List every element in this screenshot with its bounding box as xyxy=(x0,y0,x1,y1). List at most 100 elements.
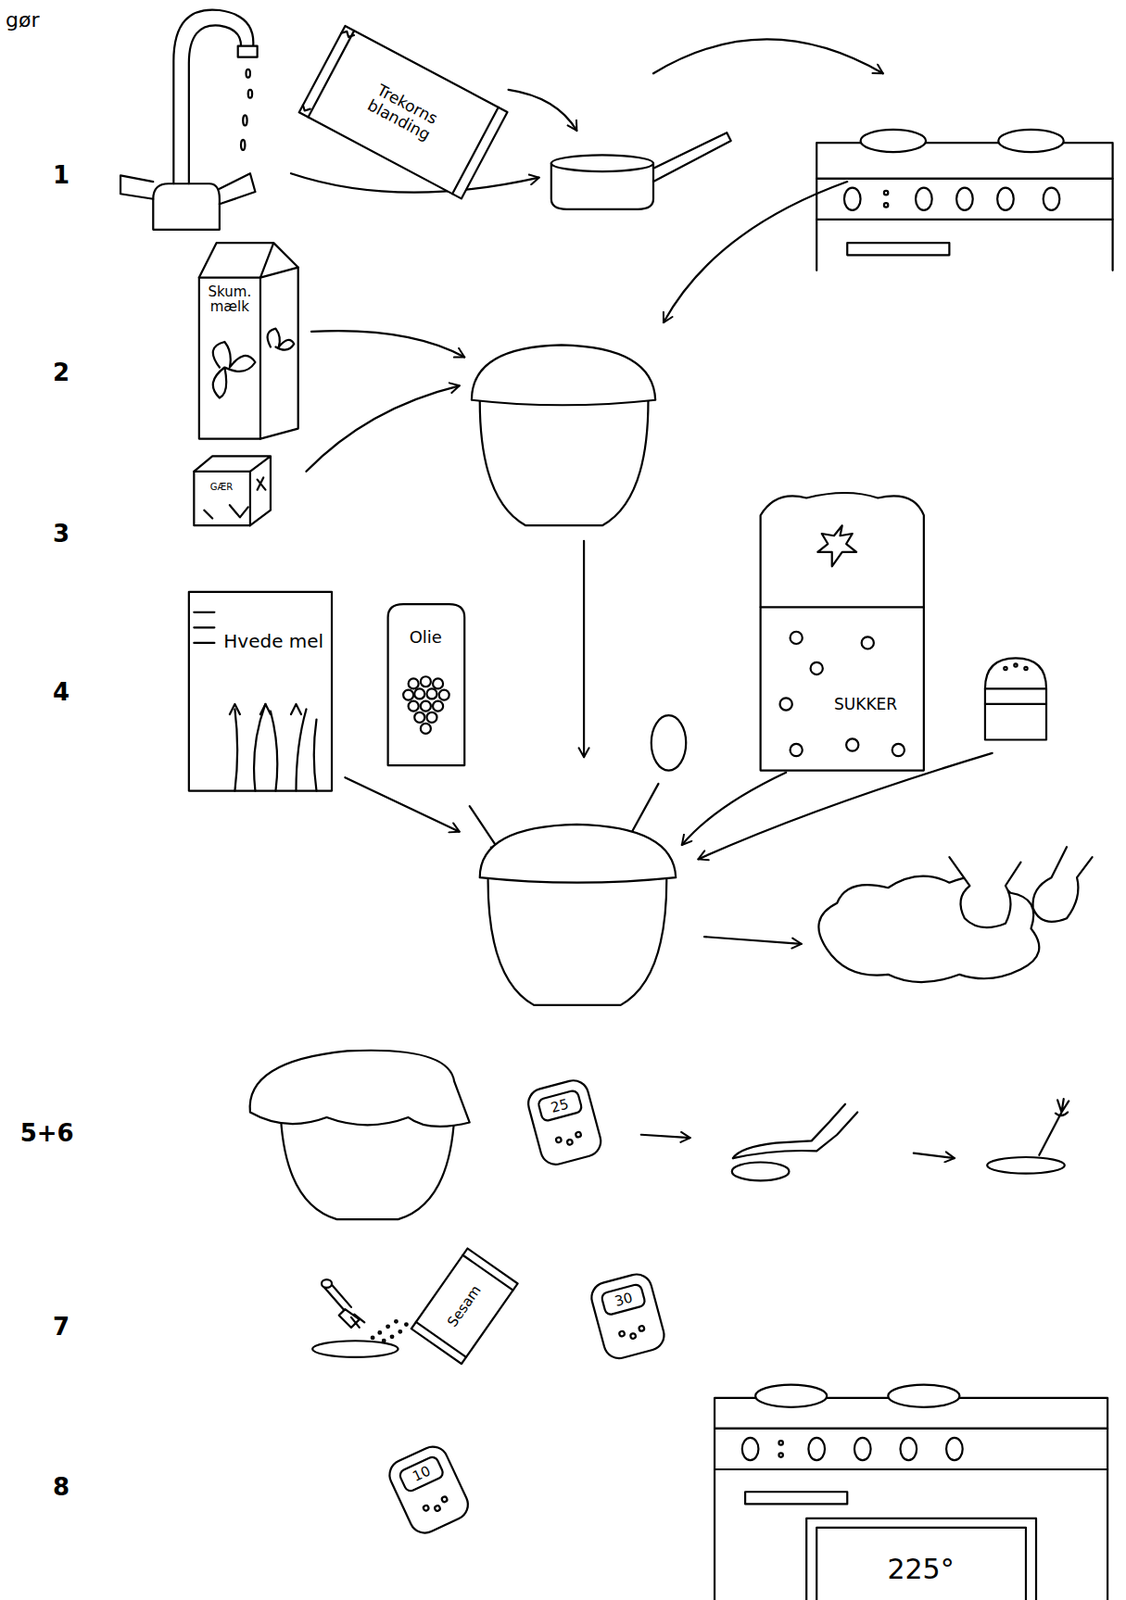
mixing-bowl xyxy=(471,344,656,526)
node-text: GÆR xyxy=(210,481,233,493)
flour-box xyxy=(229,704,302,715)
brush-and-sesame xyxy=(378,1331,381,1335)
timer xyxy=(384,1442,473,1539)
trekorn-bag xyxy=(299,25,508,199)
mixing-bowl xyxy=(480,401,649,526)
oil-bottle xyxy=(439,690,450,701)
timer xyxy=(433,1505,441,1512)
oil-bottle xyxy=(388,604,466,766)
mixing-bowl xyxy=(488,879,668,1005)
oven xyxy=(900,1438,918,1461)
timer xyxy=(422,1505,430,1512)
egg xyxy=(651,715,686,771)
oven xyxy=(946,1438,963,1461)
trekorn-bag xyxy=(299,25,508,199)
arrows xyxy=(311,330,465,357)
arrows xyxy=(344,777,459,832)
yeast-cube xyxy=(203,505,248,519)
kneading-dough xyxy=(1032,847,1092,923)
oven xyxy=(806,1518,1037,1600)
trekorn-bag xyxy=(299,25,508,199)
arrows xyxy=(290,173,540,192)
arrows xyxy=(290,38,993,1159)
kneading-dough xyxy=(818,847,1092,983)
step-number: 8 xyxy=(52,1474,70,1502)
milk-carton xyxy=(199,242,299,439)
timer xyxy=(630,1333,637,1341)
timer xyxy=(600,1283,646,1316)
faucet xyxy=(189,25,241,184)
package-label: Sesam xyxy=(444,1283,484,1331)
stove xyxy=(847,242,949,255)
oven xyxy=(714,1469,1108,1600)
timer xyxy=(537,1089,583,1123)
saucepan xyxy=(551,132,732,210)
arrows xyxy=(663,181,848,323)
yeast-cube xyxy=(257,477,266,490)
timer xyxy=(524,1077,604,1169)
package-label: GÆR xyxy=(210,481,233,493)
sugar-bag xyxy=(846,738,859,751)
oven xyxy=(755,1385,827,1408)
oven-display: 225° xyxy=(886,1554,954,1585)
mixing-bowl xyxy=(471,344,656,405)
pricked-bun xyxy=(986,1099,1069,1174)
arrows xyxy=(913,1153,955,1160)
brush-and-sesame xyxy=(339,1309,366,1329)
milk-carton xyxy=(260,267,299,440)
sugar-bag xyxy=(760,493,924,772)
arrows xyxy=(508,89,578,131)
faucet xyxy=(242,114,247,126)
node-text: Skum. mælk xyxy=(202,283,258,315)
label-text: 4 xyxy=(52,679,70,707)
oven xyxy=(778,1453,783,1457)
stove xyxy=(816,219,1113,271)
stove xyxy=(1043,188,1061,211)
brush-and-sesame xyxy=(404,1323,408,1327)
timer xyxy=(588,1271,668,1363)
faucet xyxy=(120,175,153,199)
timer xyxy=(566,1138,573,1146)
oven xyxy=(816,1528,1026,1600)
stove xyxy=(884,202,888,207)
arrows xyxy=(653,38,884,74)
carton-label: Skum. mælk xyxy=(202,283,258,315)
label-text: 7 xyxy=(52,1314,70,1342)
sugar-bag xyxy=(760,493,924,772)
label-text: 2 xyxy=(52,359,70,387)
stove xyxy=(816,129,1113,271)
brush-and-sesame xyxy=(312,1249,518,1366)
salt-shaker xyxy=(985,657,1047,740)
step-number: 1 xyxy=(52,162,70,190)
timer xyxy=(638,1326,646,1333)
faucet xyxy=(248,89,253,99)
flour-box xyxy=(193,612,215,644)
salt-shaker xyxy=(985,688,1047,705)
timer xyxy=(619,1330,626,1338)
label-text: 8 xyxy=(52,1474,70,1502)
brush-and-sesame xyxy=(321,1279,332,1289)
trekorn-bag xyxy=(308,30,499,194)
step-number: 5+6 xyxy=(20,1119,75,1147)
timer xyxy=(575,1131,582,1139)
oven xyxy=(808,1438,825,1461)
milk-carton xyxy=(199,278,261,440)
milk-carton xyxy=(199,242,299,278)
oil-bottle xyxy=(408,701,419,712)
flour-box xyxy=(189,592,332,792)
sugar-bag xyxy=(892,744,905,757)
oil-bottle xyxy=(420,701,431,712)
oven xyxy=(887,1385,960,1408)
timer xyxy=(588,1271,668,1363)
faucet xyxy=(240,139,245,151)
sugar-bag xyxy=(810,662,823,675)
covered-bowl xyxy=(280,1117,455,1220)
stove xyxy=(956,188,974,211)
stove xyxy=(998,129,1063,152)
trekorn-bag xyxy=(301,29,355,115)
timer xyxy=(588,1271,668,1363)
faucet xyxy=(238,46,258,58)
stove xyxy=(816,142,1113,179)
yeast-cube xyxy=(193,455,271,526)
